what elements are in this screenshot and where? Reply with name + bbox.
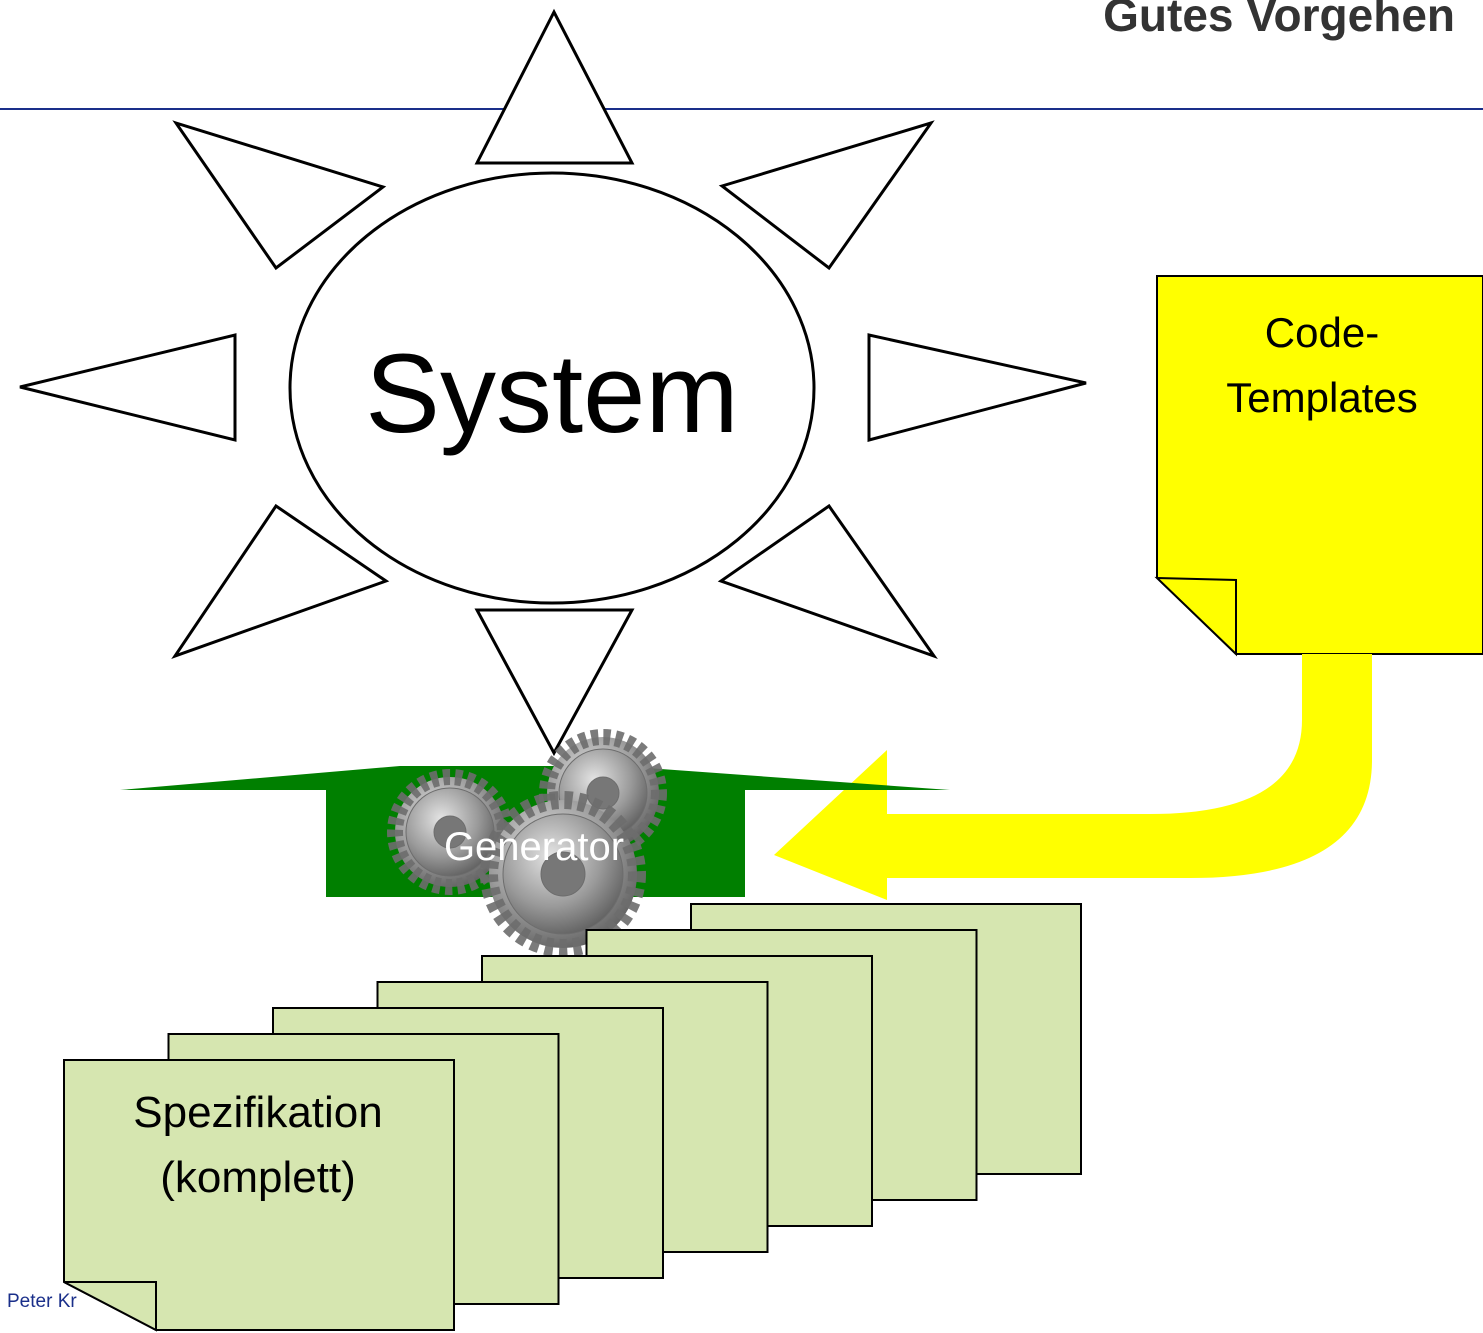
ray-top [474,8,635,165]
system-node: System [288,171,816,605]
generator-node: Generator [120,729,950,957]
footer-author: Peter Kr [7,1291,77,1312]
spec-sheet-fold [63,1281,157,1332]
spec-label-line2: (komplett) [160,1153,356,1202]
ray-bottom-left [171,503,390,659]
header-rule [0,108,1483,110]
gear-icon [387,729,667,957]
ray-bottom [474,608,635,757]
slide-title: Gutes Vorgehen [1103,0,1455,41]
ray-top-left [172,120,387,271]
ray-right [867,333,1087,442]
templates-arrow [774,654,1372,900]
specification-stack: ont)ont)ont)ont)ont)ont)Spezifikation(ko… [63,903,1082,1332]
system-label: System [365,331,738,456]
ray-left [19,333,237,442]
code-templates-label-line1: Code- [1265,309,1379,356]
system-rays [19,8,1087,757]
generator-label: Generator [444,825,624,869]
spec-sheet-front: Spezifikation (komplett) [63,1059,455,1332]
ray-bottom-right [717,503,938,659]
code-templates-note: Code- Templates [1154,275,1483,657]
ray-top-right [718,120,935,271]
spec-label-line1: Spezifikation [133,1088,382,1137]
code-templates-label-line2: Templates [1226,374,1417,421]
